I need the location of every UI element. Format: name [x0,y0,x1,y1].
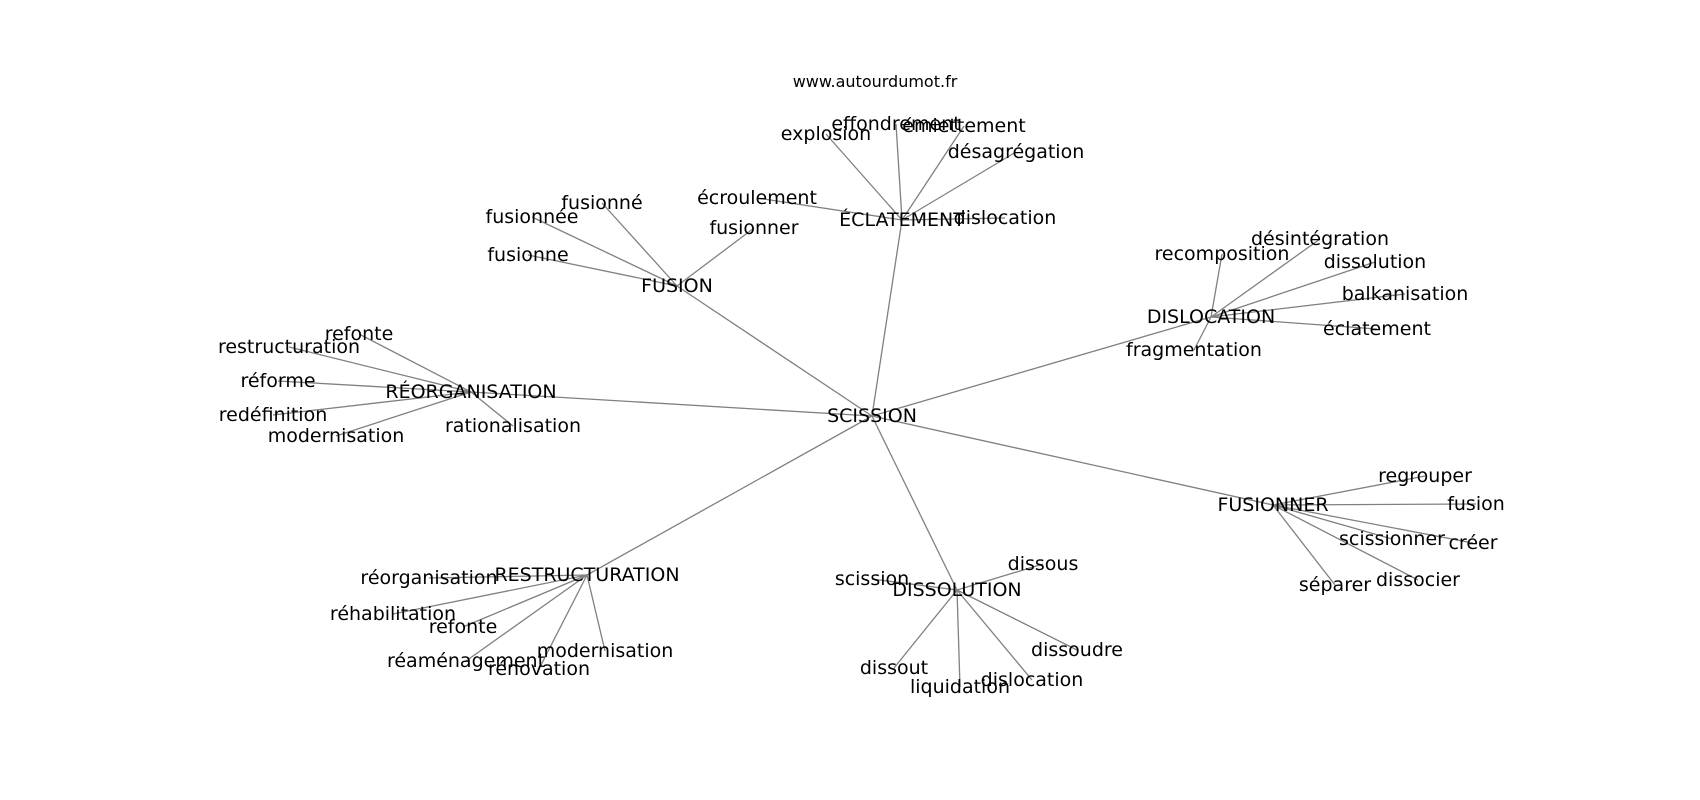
edge-restructuration-5 [538,574,588,670]
edge-fusion-2 [527,254,678,287]
cluster-node-fusionner[interactable]: FUSIONNER [1217,494,1328,516]
word-node-dislocation-4[interactable]: éclatement [1323,318,1431,340]
word-node-eclatement-1[interactable]: effondrement [831,113,960,135]
edge-dissolution-0 [871,578,958,591]
word-node-restructuration-5[interactable]: rénovation [488,658,590,680]
edge-restructuration-1 [392,574,588,615]
word-node-reorganisation-2[interactable]: réforme [240,370,315,392]
word-node-reorganisation-4[interactable]: modernisation [268,425,405,447]
edge-center-fusionner [871,415,1274,506]
edge-eclatement-2 [901,125,965,221]
edge-center-restructuration [586,415,873,576]
cluster-node-fusion[interactable]: FUSION [641,275,713,297]
edge-fusion-1 [531,216,678,287]
edge-dissolution-3 [893,589,958,669]
word-node-dislocation-3[interactable]: balkanisation [1342,283,1469,305]
edge-eclatement-4 [756,197,903,221]
center-word-node[interactable]: SCISSION [827,405,917,427]
edge-reorganisation-0 [358,333,472,393]
edge-dislocation-0 [1210,238,1321,318]
word-node-fusionner-0[interactable]: regrouper [1378,465,1472,487]
word-node-restructuration-0[interactable]: réorganisation [360,567,497,589]
edge-reorganisation-3 [272,391,472,416]
edge-eclatement-1 [895,123,903,221]
edge-restructuration-3 [465,574,588,662]
edge-restructuration-0 [428,574,588,579]
edge-dislocation-3 [1210,293,1406,318]
word-node-reorganisation-0[interactable]: refonte [325,323,394,345]
edge-restructuration-2 [462,574,588,628]
edge-center-fusion [676,285,873,417]
word-node-dislocation-2[interactable]: dissolution [1324,251,1426,273]
edge-fusionner-5 [1272,504,1419,581]
word-node-eclatement-5[interactable]: dislocation [954,207,1057,229]
word-node-dissolution-2[interactable]: dissoudre [1031,639,1123,661]
edge-dissolution-4 [956,589,961,688]
word-node-reorganisation-1[interactable]: restructuration [218,336,360,358]
word-node-eclatement-2[interactable]: émiettement [902,115,1025,137]
word-node-fusionner-5[interactable]: dissocier [1376,569,1460,591]
word-node-fusion-3[interactable]: fusionner [709,217,798,239]
word-node-fusion-1[interactable]: fusionnée [486,206,579,228]
edge-center-dislocation [871,316,1212,417]
word-node-fusionner-3[interactable]: créer [1448,532,1497,554]
edge-reorganisation-2 [277,380,472,393]
edge-center-reorganisation [470,391,873,417]
edge-restructuration-4 [586,574,606,652]
edge-dislocation-1 [1210,253,1223,318]
word-node-restructuration-4[interactable]: modernisation [537,640,674,662]
word-node-dislocation-5[interactable]: fragmentation [1126,339,1262,361]
word-node-dissolution-4[interactable]: liquidation [910,676,1010,698]
word-node-fusion-0[interactable]: fusionné [561,192,642,214]
edge-fusionner-0 [1272,475,1426,506]
edge-fusion-3 [676,227,755,287]
edge-center-eclatement [871,219,903,417]
edge-dislocation-2 [1210,261,1376,318]
word-node-eclatement-4[interactable]: écroulement [697,187,817,209]
cluster-node-dislocation[interactable]: DISLOCATION [1147,306,1275,328]
edge-reorganisation-1 [288,346,472,393]
edge-reorganisation-4 [335,391,472,437]
cluster-node-reorganisation[interactable]: RÉORGANISATION [385,380,556,403]
edge-fusionner-4 [1272,504,1336,586]
edge-eclatement-5 [901,217,1006,221]
word-node-dislocation-1[interactable]: recomposition [1155,243,1290,265]
word-node-restructuration-2[interactable]: refonte [429,616,498,638]
word-node-fusion-2[interactable]: fusionne [487,244,568,266]
word-node-fusionner-4[interactable]: séparer [1299,574,1371,596]
edge-dislocation-4 [1210,316,1378,330]
edge-reorganisation-5 [470,391,514,427]
word-node-dissolution-3[interactable]: dissout [860,657,928,679]
word-node-restructuration-1[interactable]: réhabilitation [330,603,456,625]
word-node-restructuration-3[interactable]: réaménagement [387,650,545,672]
edge-dislocation-5 [1193,316,1212,351]
word-node-dissolution-0[interactable]: scission [835,568,909,590]
edge-fusionner-2 [1272,504,1393,540]
word-node-reorganisation-3[interactable]: redéfinition [219,404,328,426]
edge-dissolution-1 [956,563,1044,591]
edge-center-dissolution [871,415,958,591]
word-node-dissolution-1[interactable]: dissous [1008,553,1079,575]
word-node-eclatement-0[interactable]: explosion [781,123,871,145]
edge-fusionner-1 [1272,503,1477,506]
word-node-fusionner-2[interactable]: scissionner [1339,528,1445,550]
edge-fusionner-3 [1272,504,1474,544]
edge-fusion-0 [601,202,678,287]
word-node-fusionner-1[interactable]: fusion [1447,493,1505,515]
edge-dissolution-2 [956,589,1078,651]
edge-eclatement-3 [901,151,1017,221]
word-node-dissolution-5[interactable]: dislocation [981,669,1084,691]
word-node-eclatement-3[interactable]: désagrégation [948,141,1085,163]
word-node-dislocation-0[interactable]: désintégration [1251,228,1389,250]
cluster-node-eclatement[interactable]: ÉCLATEMENT [839,208,965,231]
edge-dissolution-5 [956,589,1033,681]
word-node-reorganisation-5[interactable]: rationalisation [445,415,581,437]
edge-eclatement-0 [825,133,903,221]
cluster-node-restructuration[interactable]: RESTRUCTURATION [494,564,679,586]
site-url: www.autourdumot.fr [792,72,958,91]
cluster-node-dissolution[interactable]: DISSOLUTION [892,579,1021,601]
